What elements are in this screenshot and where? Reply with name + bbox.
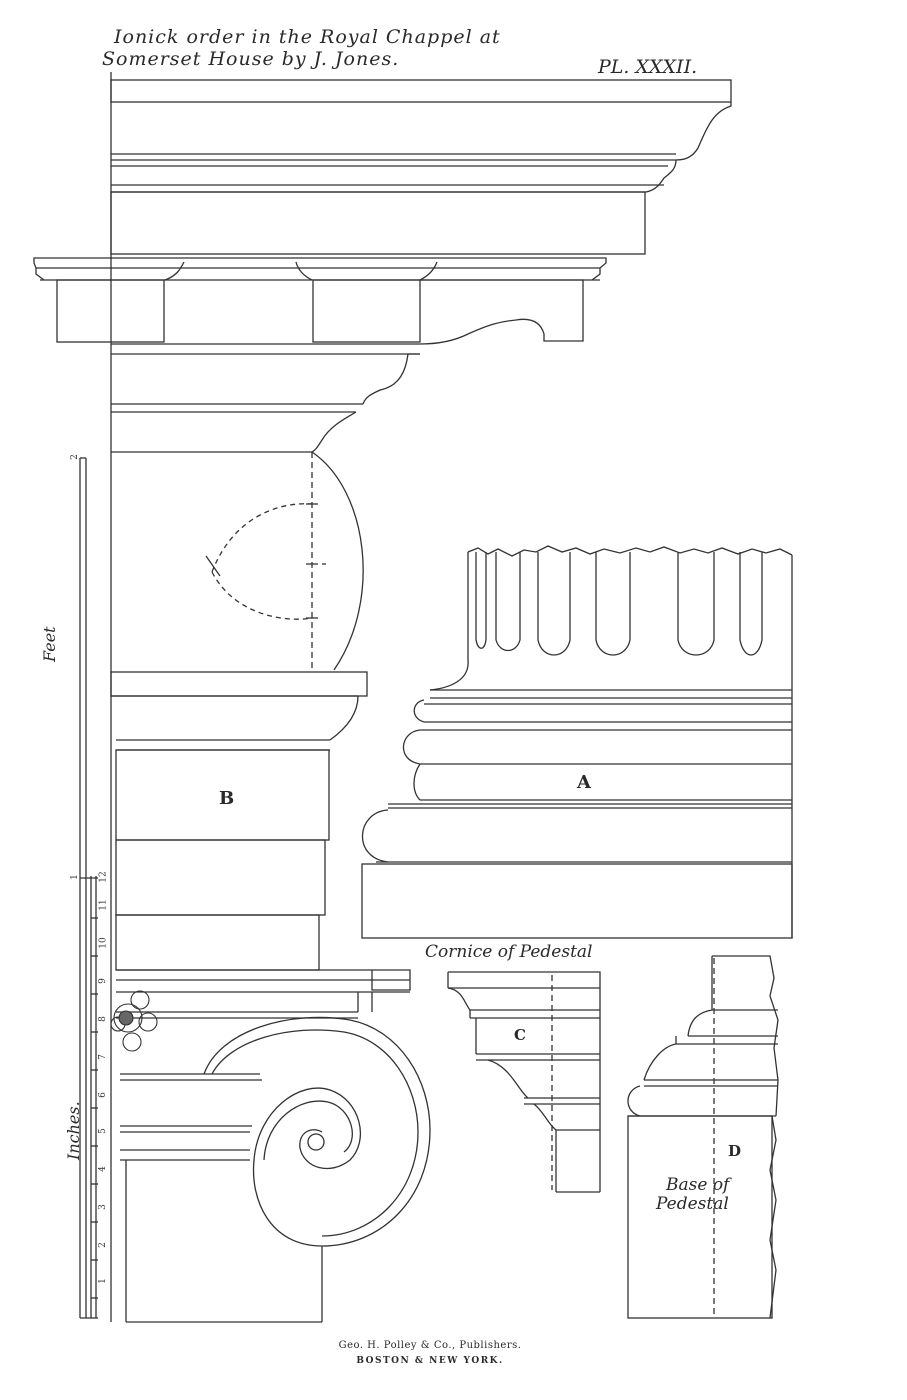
capital-b: [110, 671, 368, 971]
scale-inch-tick: 7: [97, 1054, 108, 1060]
base-of-pedestal-label-line-2: Pedestal: [656, 1194, 729, 1214]
scale-inch-tick: 3: [97, 1204, 108, 1210]
entablature-cornice: [110, 72, 732, 1322]
ionic-volute: [110, 969, 431, 1323]
plate-title-line-1: Ionick order in the Royal Chappel at: [114, 26, 501, 48]
pedestal-cornice-c: [447, 971, 601, 1193]
publisher-line-2: BOSTON & NEW YORK.: [356, 1356, 504, 1366]
label-a: A: [577, 772, 591, 793]
rosette: [110, 990, 158, 1052]
scale-inch-tick: 2: [97, 1242, 108, 1248]
scale-inch-tick: 4: [97, 1166, 108, 1172]
label-d: D: [728, 1142, 742, 1160]
publisher-line-1: Geo. H. Polley & Co., Publishers.: [338, 1340, 522, 1351]
scale-bar: [79, 457, 98, 1319]
scale-feet-label: Feet: [40, 626, 59, 662]
scale-inch-tick: 10: [98, 937, 109, 949]
plate-number: PL. XXXII.: [598, 56, 698, 78]
label-c: C: [514, 1026, 526, 1044]
scale-inches-label: Inches.: [64, 1101, 83, 1160]
frieze-and-architrave: [111, 343, 420, 671]
scale-inch-tick: 6: [97, 1092, 108, 1098]
scale-inch-tick: 11: [98, 899, 109, 911]
pedestal-base-d: [627, 955, 779, 1319]
base-of-pedestal-label-line-1: Base of: [666, 1175, 730, 1195]
plate-title-line-2: Somerset House by J. Jones.: [102, 48, 400, 70]
column-base-a: [361, 545, 793, 939]
scale-inch-tick: 9: [97, 978, 108, 984]
label-b: B: [219, 788, 235, 809]
modillion-band: [33, 257, 607, 345]
scale-inch-tick: 8: [97, 1016, 108, 1022]
scale-inch-tick: 1: [97, 1278, 108, 1284]
cornice-of-pedestal-label: Cornice of Pedestal: [425, 942, 593, 962]
scale-feet-tick: 1: [69, 874, 80, 880]
scale-feet-tick: 2: [69, 454, 80, 460]
scale-inch-tick: 12: [98, 871, 109, 883]
scale-inch-tick: 5: [97, 1128, 108, 1134]
